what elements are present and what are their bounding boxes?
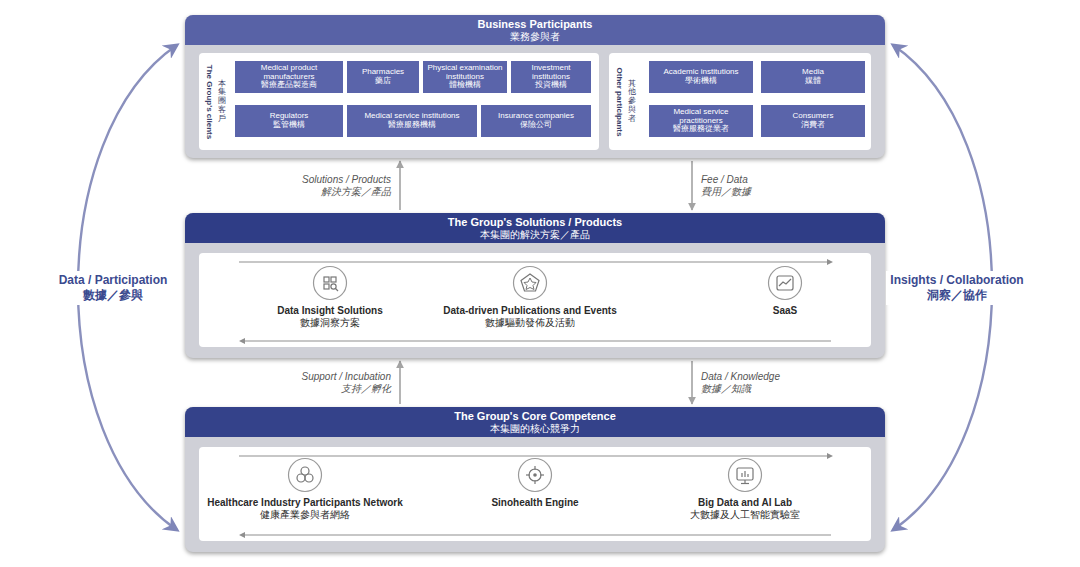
edge-label: Support / Incubation 支持／孵化 bbox=[298, 371, 391, 394]
box-label: 體檢機構 bbox=[449, 81, 481, 90]
item-icon bbox=[512, 265, 548, 301]
side-label: Data / Participation 數據／參與 bbox=[54, 271, 172, 305]
vertical-label: 本集團客戶 bbox=[218, 80, 226, 124]
flow-arrow bbox=[399, 361, 401, 404]
flow-arrow bbox=[691, 361, 693, 404]
box-label: Pharmacies bbox=[362, 68, 404, 77]
box-label: Physical examination institutions bbox=[426, 64, 504, 82]
capability-item: Data Insight Solutions數據洞察方案 bbox=[230, 265, 430, 329]
capability-item: Data-driven Publications and Events數據驅動發… bbox=[420, 265, 640, 329]
box-label: 醫療服務從業者 bbox=[673, 125, 729, 134]
header-bar: The Group's Core Competence本集團的核心競爭力 bbox=[185, 407, 885, 437]
vertical-label: 其他參與者 bbox=[628, 80, 636, 124]
participant-box: Academic institutions學術機構 bbox=[649, 61, 753, 93]
capability-item: Sinohealth Engine bbox=[455, 457, 615, 509]
capability-item: Big Data and AI Lab大數據及人工智能實驗室 bbox=[635, 457, 855, 521]
box-label: 學術機構 bbox=[685, 77, 717, 86]
item-icon bbox=[312, 265, 348, 301]
participant-box: Consumers消費者 bbox=[761, 105, 865, 137]
item-icon bbox=[767, 265, 803, 301]
box-label: 藥店 bbox=[375, 77, 391, 86]
item-label: 大數據及人工智能實驗室 bbox=[690, 509, 800, 521]
flow-arrow bbox=[691, 161, 693, 210]
section-band: The Group's Core Competence本集團的核心競爭力 Heal… bbox=[185, 407, 885, 552]
edge-label: Data / Knowledge 數據／知識 bbox=[701, 371, 783, 394]
band-title: The Group's Core Competence bbox=[454, 410, 616, 423]
participant-box: Media媒體 bbox=[761, 61, 865, 93]
item-icon bbox=[287, 457, 323, 493]
edge-label: Solutions / Products 解決方案／產品 bbox=[299, 174, 391, 197]
box-label: Medical service institutions bbox=[364, 112, 459, 121]
item-label: Data Insight Solutions bbox=[277, 305, 383, 317]
box-label: Regulators bbox=[270, 112, 309, 121]
box-label: Media bbox=[802, 68, 824, 77]
capability-item: Healthcare Industry Participants Network… bbox=[190, 457, 420, 521]
item-icon bbox=[517, 457, 553, 493]
section-band: Business Participants業務參與者 The Group's cl… bbox=[185, 15, 885, 158]
header-bar: The Group's Solutions / Products本集團的解決方案… bbox=[185, 213, 885, 243]
participant-box: Investment institutions投資機構 bbox=[511, 61, 591, 93]
participant-box: Medical service institutions醫療服務機構 bbox=[347, 105, 477, 137]
vertical-label: Other participants bbox=[613, 56, 625, 148]
participant-box: Pharmacies藥店 bbox=[347, 61, 419, 93]
participant-box: Regulators監管機構 bbox=[235, 105, 343, 137]
item-label: 數據驅動發佈及活動 bbox=[485, 317, 575, 329]
item-label: Data-driven Publications and Events bbox=[443, 305, 616, 317]
participant-box: Medical service practitioners醫療服務從業者 bbox=[649, 105, 753, 137]
box-label: Investment institutions bbox=[514, 64, 588, 82]
box-label: Medical product manufacturers bbox=[238, 64, 340, 82]
box-label: 監管機構 bbox=[273, 121, 305, 130]
item-label: Healthcare Industry Participants Network bbox=[207, 497, 403, 509]
band-title: The Group's Solutions / Products bbox=[448, 216, 622, 229]
band-title: 本集團的解決方案／產品 bbox=[480, 229, 590, 241]
flow-arrow bbox=[399, 161, 401, 210]
box-label: 媒體 bbox=[805, 77, 821, 86]
box-label: Medical service practitioners bbox=[652, 108, 750, 126]
box-label: 醫療產品製造商 bbox=[261, 81, 317, 90]
participant-box: Physical examination institutions體檢機構 bbox=[423, 61, 507, 93]
item-icon bbox=[727, 457, 763, 493]
group-panel: Other participants其他參與者 Academic institut… bbox=[609, 53, 871, 150]
item-label: 健康產業參與者網絡 bbox=[260, 509, 350, 521]
item-label: Big Data and AI Lab bbox=[698, 497, 792, 509]
item-label: Sinohealth Engine bbox=[491, 497, 578, 509]
band-title: Business Participants bbox=[478, 18, 593, 31]
box-label: Academic institutions bbox=[663, 68, 738, 77]
box-label: Consumers bbox=[793, 112, 834, 121]
box-label: 消費者 bbox=[801, 121, 825, 130]
group-panel: The Group's clients本集團客戶 Medical product … bbox=[199, 53, 599, 150]
box-label: 投資機構 bbox=[535, 81, 567, 90]
side-label: Insights / Collaboration 洞察／協作 bbox=[886, 271, 1029, 305]
edge-label: Fee / Data 費用／數據 bbox=[701, 174, 754, 197]
section-band: The Group's Solutions / Products本集團的解決方案… bbox=[185, 213, 885, 358]
band-title: 本集團的核心競爭力 bbox=[490, 423, 580, 435]
header-bar: Business Participants業務參與者 bbox=[185, 15, 885, 45]
band-title: 業務參與者 bbox=[510, 31, 560, 43]
box-label: 保險公司 bbox=[520, 121, 552, 130]
box-label: Insurance companies bbox=[498, 112, 574, 121]
participant-box: Insurance companies保險公司 bbox=[481, 105, 591, 137]
item-label: SaaS bbox=[773, 305, 797, 317]
capability-item: SaaS bbox=[725, 265, 845, 317]
box-label: 醫療服務機構 bbox=[388, 121, 436, 130]
participant-box: Medical product manufacturers醫療產品製造商 bbox=[235, 61, 343, 93]
vertical-label: The Group's clients bbox=[203, 56, 215, 148]
item-label: 數據洞察方案 bbox=[300, 317, 360, 329]
